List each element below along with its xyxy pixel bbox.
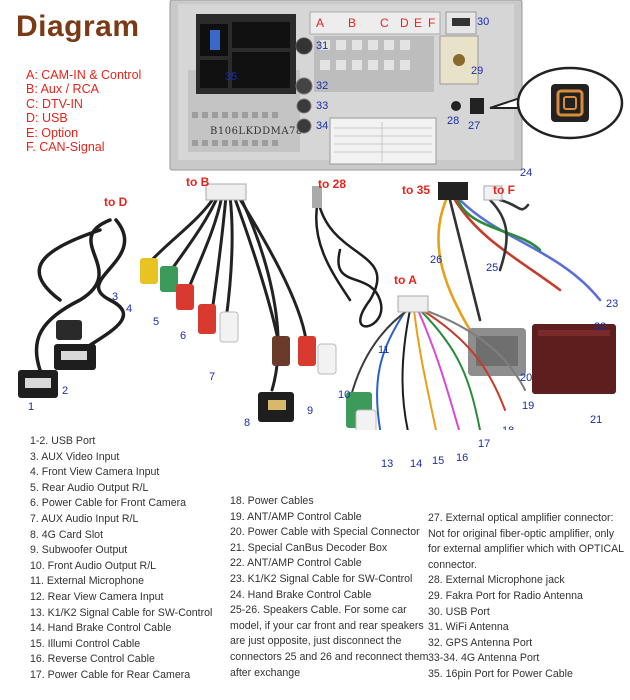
label-32: 32 bbox=[316, 80, 328, 92]
label-13: 13 bbox=[381, 458, 394, 470]
list-item: 7. AUX Audio Input R/L bbox=[30, 512, 139, 525]
port-letter-e: E bbox=[414, 16, 422, 30]
label-9: 9 bbox=[307, 405, 313, 417]
label-24: 24 bbox=[520, 167, 532, 179]
label-21: 21 bbox=[590, 414, 602, 426]
port-letter-d: D bbox=[400, 16, 409, 30]
port-letter-b: B bbox=[348, 16, 356, 30]
list-item: 10. Front Audio Output R/L bbox=[30, 559, 157, 572]
list-item: 4. Front View Camera Input bbox=[30, 466, 160, 479]
callout-to-f: to F bbox=[493, 183, 515, 197]
port-letter-f: F bbox=[428, 16, 435, 30]
port-letter-a: A bbox=[316, 16, 324, 30]
list-item: 19. ANT/AMP Control Cable bbox=[230, 510, 362, 523]
list-item: 8. 4G Card Slot bbox=[30, 528, 104, 541]
list-item-note: 27. External optical amplifier connector… bbox=[428, 512, 624, 571]
list-item: 23. K1/K2 Signal Cable for SW-Control bbox=[230, 572, 413, 585]
list-item: 12. Rear View Camera Input bbox=[30, 590, 164, 603]
diagram-title: Diagram bbox=[16, 10, 140, 43]
list-item: 18. Power Cables bbox=[230, 495, 314, 507]
label-27: 27 bbox=[468, 120, 480, 132]
optical-connector-callout bbox=[489, 66, 624, 140]
callout-to-d: to D bbox=[104, 195, 128, 209]
label-11: 11 bbox=[378, 344, 389, 356]
label-23: 23 bbox=[606, 298, 618, 310]
label-16: 16 bbox=[456, 452, 469, 464]
usb-cables bbox=[34, 218, 127, 372]
callout-to-a: to A bbox=[394, 273, 417, 287]
list-item-note: 25-26. Speakers Cable. For some car mode… bbox=[230, 604, 429, 679]
callout-to-b: to B bbox=[186, 175, 210, 189]
list-item: 35. 16pin Port for Power Cable bbox=[428, 667, 573, 680]
legend-item: B: Aux / RCA bbox=[26, 82, 99, 97]
callout-to-35: to 35 bbox=[402, 183, 430, 197]
label-7: 7 bbox=[209, 371, 215, 383]
list-item: 20. Power Cable with Special Connector bbox=[230, 526, 420, 539]
list-item: 31. WiFi Antenna bbox=[428, 621, 509, 634]
list-item: 11. External Microphone bbox=[30, 575, 145, 588]
list-item: 21. Special CanBus Decoder Box bbox=[230, 541, 388, 554]
label-3: 3 bbox=[112, 291, 118, 303]
label-28: 28 bbox=[447, 115, 459, 127]
label-4: 4 bbox=[126, 303, 132, 315]
label-19: 19 bbox=[522, 400, 534, 412]
parts-list-1: 1-2. USB Port 3. AUX Video Input 4. Fron… bbox=[30, 434, 230, 684]
label-10: 10 bbox=[338, 389, 350, 401]
list-item: 16. Reverse Control Cable bbox=[30, 653, 155, 666]
list-item: 29. Fakra Port for Radio Antenna bbox=[428, 589, 583, 602]
model-code: B106LKDDMA78 bbox=[210, 126, 303, 137]
legend-item: E: Option bbox=[26, 125, 79, 140]
label-5: 5 bbox=[153, 316, 159, 328]
legend-item: D: USB bbox=[26, 111, 68, 126]
legend-item: F. CAN-Signal bbox=[26, 140, 105, 155]
list-item: 15. Illumi Control Cable bbox=[30, 637, 141, 650]
label-1: 1 bbox=[28, 401, 34, 413]
label-2: 2 bbox=[62, 385, 68, 397]
legend-item: A: CAM-IN & Control bbox=[26, 68, 142, 82]
power-harness bbox=[437, 182, 616, 394]
label-33: 33 bbox=[316, 100, 328, 112]
list-item: 32. GPS Antenna Port bbox=[428, 636, 533, 649]
wiring-diagram-illustration: B106LKDDMA78 bbox=[18, 0, 624, 430]
list-item: 24. Hand Brake Control Cable bbox=[230, 588, 372, 601]
parts-list-3: 27. External optical amplifier connector… bbox=[428, 511, 628, 683]
label-18: 18 bbox=[502, 425, 514, 430]
list-item: 13. K1/K2 Signal Cable for SW-Control bbox=[30, 606, 213, 619]
list-item: 3. AUX Video Input bbox=[30, 450, 120, 463]
label-26: 26 bbox=[430, 254, 442, 266]
label-14: 14 bbox=[410, 458, 423, 470]
label-25: 25 bbox=[486, 262, 498, 274]
label-8: 8 bbox=[244, 417, 250, 429]
rca-harness bbox=[140, 183, 337, 422]
list-item: 6. Power Cable for Front Camera bbox=[30, 497, 187, 510]
wire-bundle-a bbox=[346, 295, 526, 430]
label-6: 6 bbox=[180, 330, 186, 342]
list-item: 14. Hand Brake Control Cable bbox=[30, 622, 172, 635]
callout-to-28: to 28 bbox=[318, 177, 346, 191]
label-17: 17 bbox=[478, 438, 491, 450]
port-letter-c: C bbox=[380, 16, 389, 30]
parts-list-2: 18. Power Cables 19. ANT/AMP Control Cab… bbox=[230, 494, 430, 681]
label-15: 15 bbox=[432, 455, 445, 467]
list-item: 28. External Microphone jack bbox=[428, 574, 565, 587]
label-29: 29 bbox=[471, 65, 483, 77]
legend-item: C: DTV-IN bbox=[26, 96, 83, 111]
label-34: 34 bbox=[316, 120, 328, 132]
port-legend: A: CAM-IN & Control B: Aux / RCA C: DTV-… bbox=[26, 68, 141, 154]
list-item: 5. Rear Audio Output R/L bbox=[30, 481, 149, 494]
microphone-cable bbox=[314, 198, 383, 328]
label-31: 31 bbox=[316, 40, 328, 52]
label-20: 20 bbox=[520, 372, 532, 384]
list-item: 33-34. 4G Antenna Port bbox=[428, 652, 540, 665]
list-item: 22. ANT/AMP Control Cable bbox=[230, 557, 362, 570]
list-item: 9. Subwoofer Output bbox=[30, 544, 128, 557]
list-item: 1-2. USB Port bbox=[30, 435, 96, 447]
label-35: 35 bbox=[225, 71, 237, 83]
head-unit-back-panel: B106LKDDMA78 bbox=[169, 0, 523, 171]
list-item: 17. Power Cable for Rear Camera bbox=[30, 668, 191, 681]
label-22: 22 bbox=[594, 321, 606, 333]
label-30: 30 bbox=[477, 16, 489, 28]
list-item: 30. USB Port bbox=[428, 605, 490, 618]
